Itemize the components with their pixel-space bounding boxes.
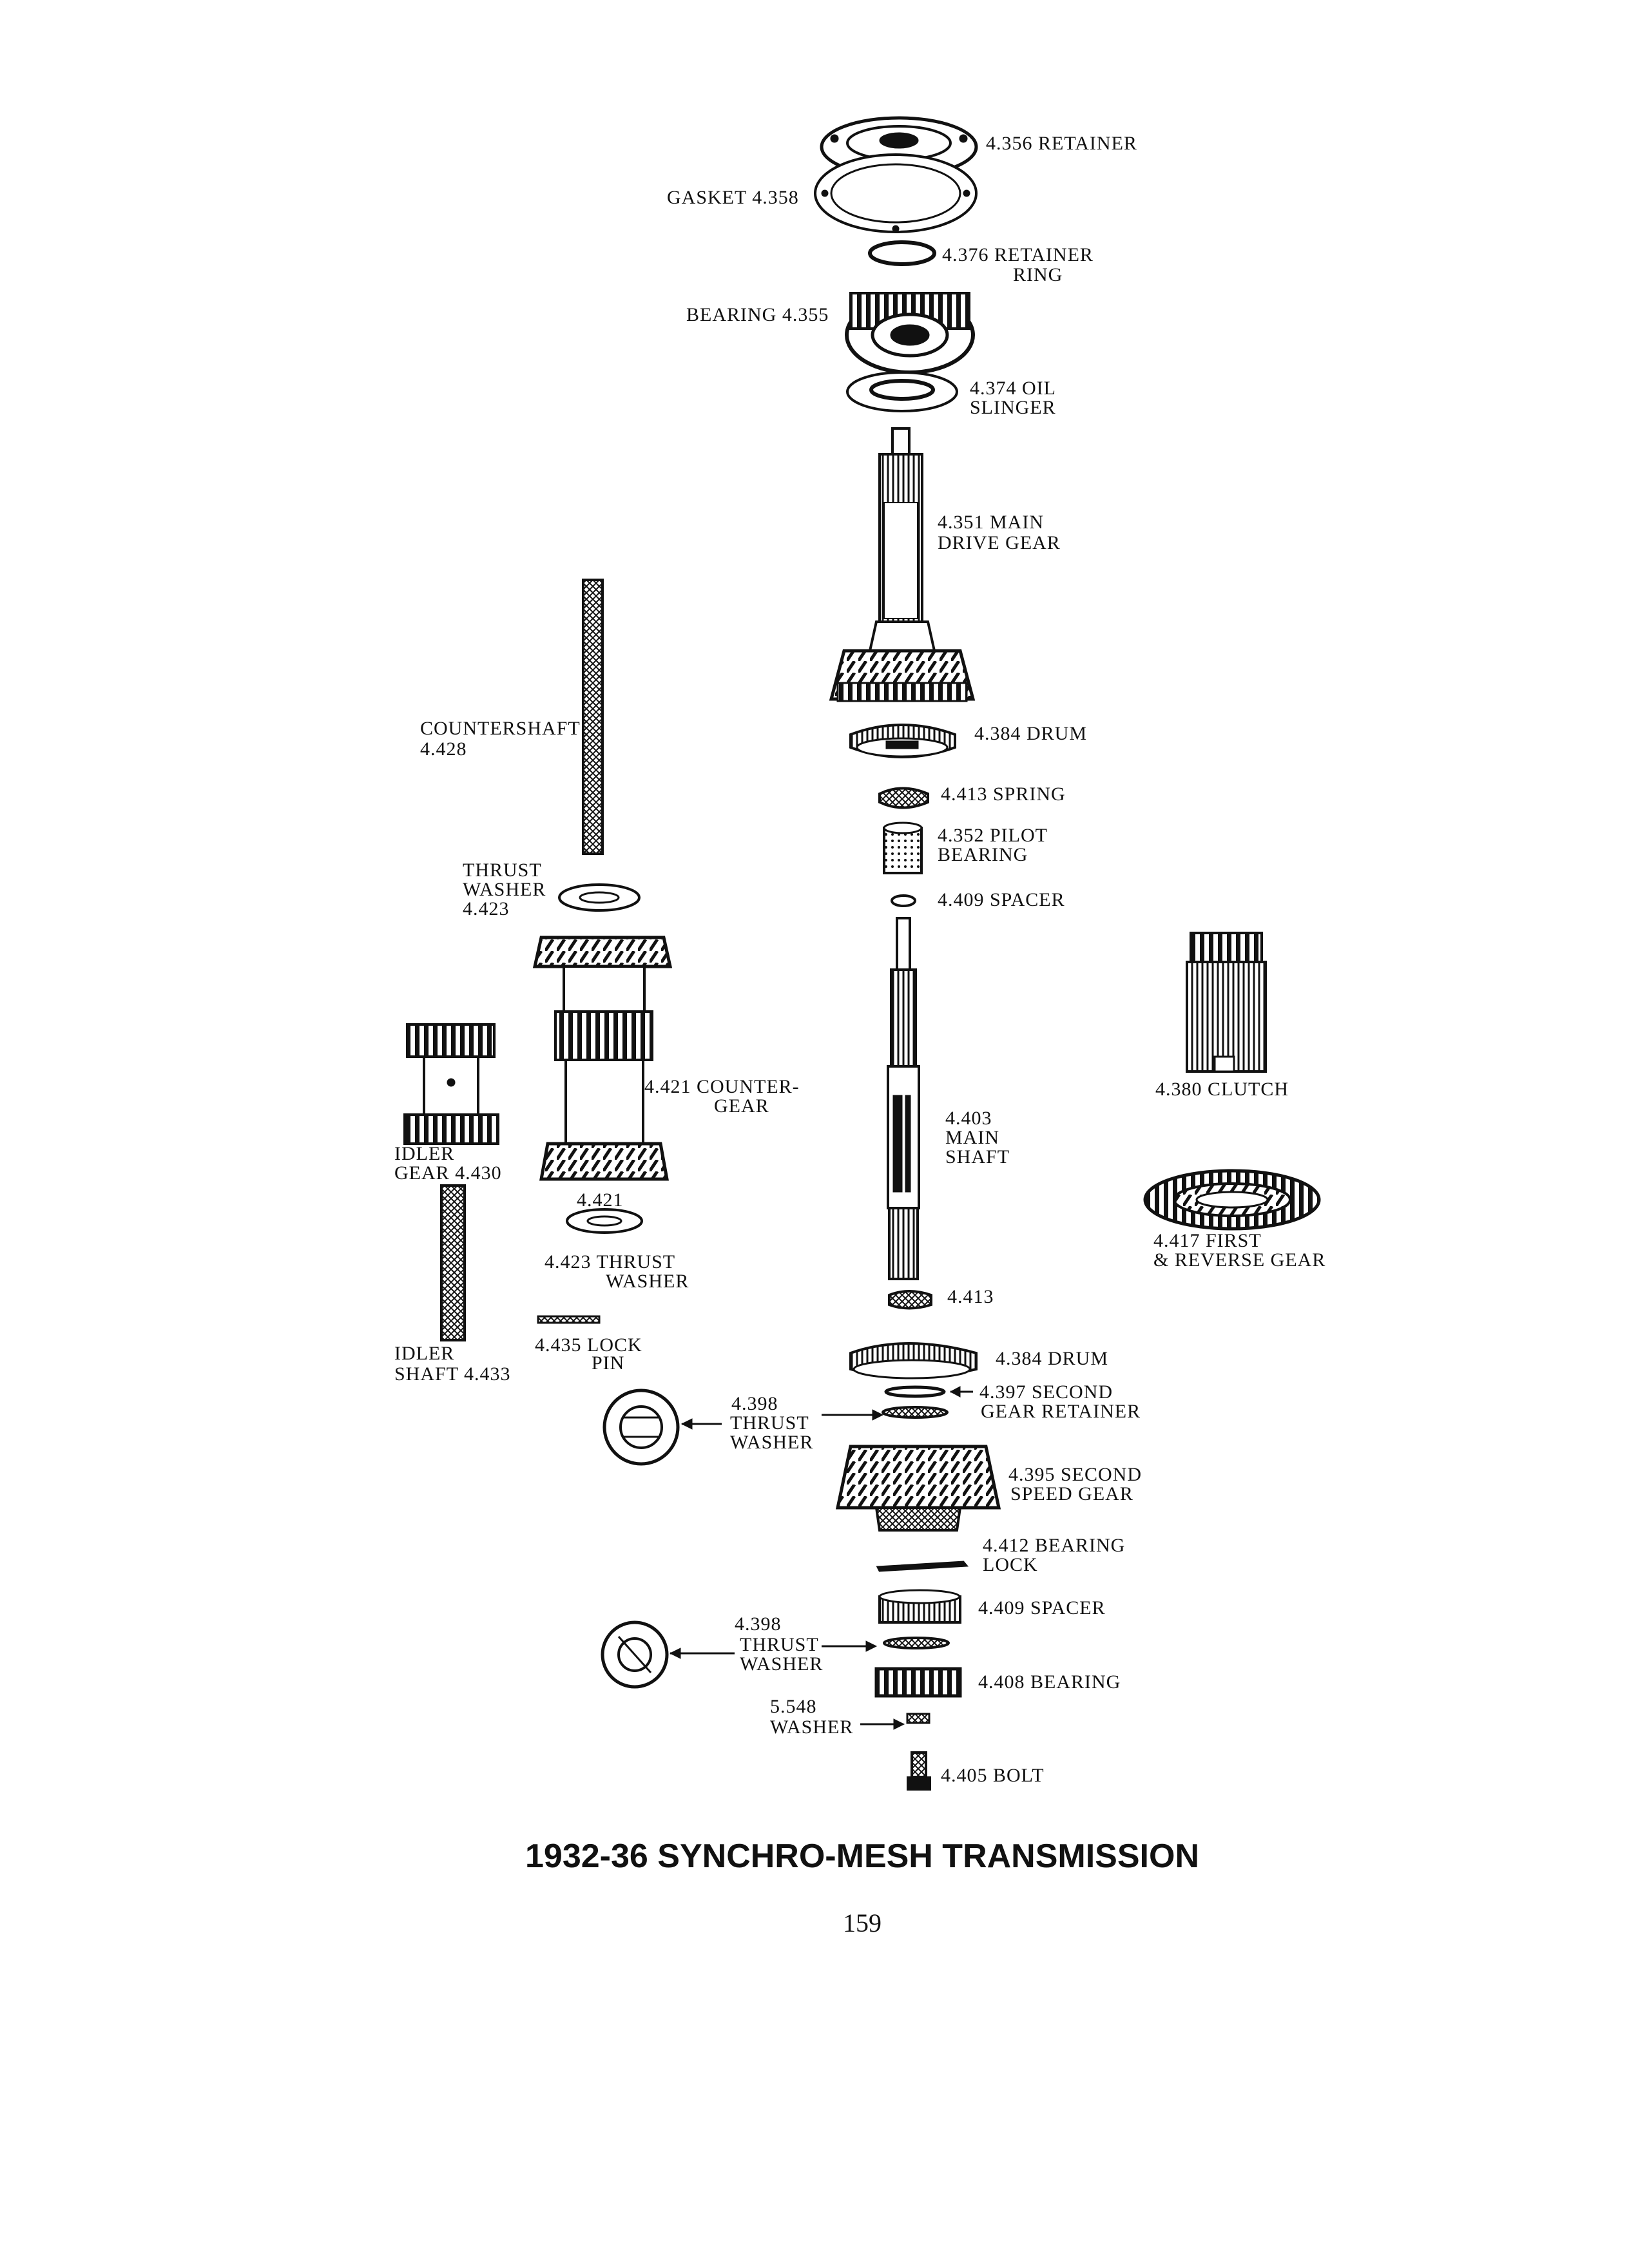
bolt-4405-label: 4.405 BOLT <box>941 1765 1045 1786</box>
countershaft-label-line2: 4.428 <box>420 738 467 760</box>
pilot-bearing-label-line2: BEARING <box>938 844 1028 865</box>
countergear-number-label: 4.421 <box>577 1189 624 1211</box>
thrust-washer-4398b-label-line1: 4.398 <box>735 1613 782 1635</box>
thrust-washer-4398a-part <box>602 1389 884 1466</box>
thrust-washer-top-label-line1: THRUST <box>463 860 542 881</box>
thrust-washer-4423-top-part <box>558 883 641 912</box>
second-gear-retainer-label-line2: GEAR RETAINER <box>981 1401 1141 1422</box>
thrust-washer-top-label-line2: WASHER <box>463 879 546 900</box>
mainshaft-label-line3: SHAFT <box>945 1146 1010 1168</box>
second-gear-retainer-label-line1: 4.397 SECOND <box>979 1381 1113 1403</box>
gasket-4358-part <box>814 153 978 233</box>
thrust-washer-mid-label-line1: 4.423 THRUST <box>545 1251 675 1273</box>
drum-top-label: 4.384 DRUM <box>974 723 1087 744</box>
washer-5548-label-line2: WASHER <box>770 1716 853 1738</box>
spacer-lower-label: 4.409 SPACER <box>978 1597 1106 1619</box>
idler-gear-label-line2: GEAR 4.430 <box>394 1162 502 1184</box>
thrust-washer-top-label-line3: 4.423 <box>463 898 510 919</box>
countergear-label-line1: 4.421 COUNTER- <box>644 1076 800 1097</box>
idler-gear-4430-part <box>403 1023 499 1145</box>
retainer-ring-4376-part <box>868 240 936 266</box>
main-drive-gear-4351-part <box>829 427 976 702</box>
thrust-washer-4398b-label-line2: THRUST <box>740 1634 819 1655</box>
spacer-4409-top-part <box>891 894 916 907</box>
bearing-lock-label-line2: LOCK <box>983 1554 1038 1575</box>
clutch-4380-part <box>1186 932 1267 1073</box>
mainshaft-4403-part <box>887 917 920 1280</box>
bearing-4408-label: 4.408 BEARING <box>978 1671 1121 1693</box>
countergear-label-line2: GEAR <box>714 1095 769 1117</box>
main-drive-gear-label-line2: DRIVE GEAR <box>938 532 1061 553</box>
part-4413-part <box>888 1290 932 1310</box>
mainshaft-label-line1: 4.403 <box>945 1108 992 1129</box>
idler-shaft-4433-part <box>440 1184 466 1341</box>
first-reverse-label-line2: & REVERSE GEAR <box>1153 1249 1325 1271</box>
diagram-title: 1932-36 SYNCHRO-MESH TRANSMISSION <box>525 1838 1199 1875</box>
second-speed-gear-label-line2: SPEED GEAR <box>1010 1483 1133 1504</box>
main-drive-gear-label-line1: 4.351 MAIN <box>938 512 1044 533</box>
spacer-4409-lower-part <box>878 1589 961 1624</box>
thrust-washer-mid-label-line2: WASHER <box>606 1271 689 1292</box>
countershaft-label-line1: COUNTERSHAFT <box>420 718 581 739</box>
thrust-washer-4398b-label-line3: WASHER <box>740 1653 823 1675</box>
lock-pin-label-line2: PIN <box>592 1352 624 1374</box>
gasket-4358-label: GASKET 4.358 <box>667 187 799 208</box>
idler-shaft-label-line1: IDLER <box>394 1343 454 1364</box>
bearing-4408-part <box>874 1667 962 1698</box>
washer-5548-label-line1: 5.548 <box>770 1696 817 1717</box>
first-reverse-label-line1: 4.417 FIRST <box>1153 1230 1262 1251</box>
bearing-4355-part <box>845 292 975 374</box>
drum-4384-lower-part <box>849 1342 978 1379</box>
thrust-washer-4398a-label-line2: THRUST <box>730 1412 809 1434</box>
drum-4384-top-part <box>849 724 956 758</box>
drum-lower-label: 4.384 DRUM <box>996 1348 1108 1369</box>
countershaft-4428-part <box>582 579 604 855</box>
thrust-washer-4398b-part <box>601 1620 950 1689</box>
thrust-washer-4398a-label-line1: 4.398 <box>731 1393 778 1414</box>
washer-5548-part <box>860 1713 930 1730</box>
page-number: 159 <box>843 1908 882 1937</box>
second-gear-retainer-4397-part <box>882 1385 973 1419</box>
idler-gear-label-line1: IDLER <box>394 1143 454 1164</box>
clutch-label: 4.380 CLUTCH <box>1155 1079 1289 1100</box>
thrust-washer-4398a-label-line3: WASHER <box>730 1432 813 1453</box>
oil-slinger-label-line1: 4.374 OIL <box>970 378 1056 399</box>
pilot-bearing-label-line1: 4.352 PILOT <box>938 825 1048 846</box>
countergear-4421-part <box>532 936 673 1181</box>
thrust-washer-4423-mid-part <box>566 1208 643 1234</box>
bearing-4355-label: BEARING 4.355 <box>686 304 829 325</box>
part-4413-label: 4.413 <box>947 1286 994 1307</box>
first-reverse-gear-4417-part <box>1143 1169 1321 1231</box>
second-speed-gear-label-line1: 4.395 SECOND <box>1008 1464 1142 1485</box>
spring-label: 4.413 SPRING <box>941 783 1066 805</box>
lock-pin-label-line1: 4.435 LOCK <box>535 1334 642 1356</box>
pilot-bearing-4352-part <box>883 822 923 874</box>
mainshaft-label-line2: MAIN <box>945 1127 999 1148</box>
oil-slinger-4374-part <box>846 371 958 412</box>
second-speed-gear-4395-part <box>835 1445 1001 1532</box>
spacer-top-label: 4.409 SPACER <box>938 889 1065 910</box>
bearing-lock-4412-part <box>876 1561 969 1572</box>
retainer-ring-label-line2: RING <box>1013 264 1063 285</box>
retainer-4356-label: 4.356 RETAINER <box>986 133 1137 154</box>
spring-4413-part <box>878 787 929 809</box>
idler-shaft-label-line2: SHAFT 4.433 <box>394 1363 510 1385</box>
lock-pin-4435-part <box>537 1315 601 1324</box>
bolt-4405-part <box>907 1751 931 1791</box>
retainer-ring-label-line1: 4.376 RETAINER <box>942 244 1094 265</box>
oil-slinger-label-line2: SLINGER <box>970 397 1056 418</box>
bearing-lock-label-line1: 4.412 BEARING <box>983 1535 1125 1556</box>
